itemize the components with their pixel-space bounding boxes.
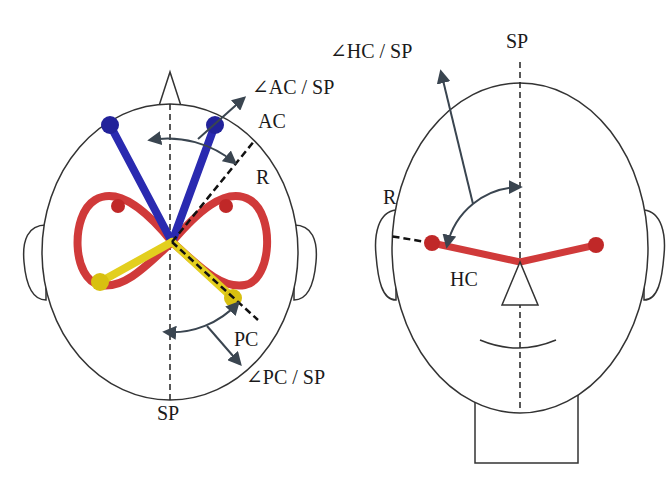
- angle-label: ∠PC / SP: [246, 366, 325, 388]
- side-label: R: [383, 186, 396, 208]
- angle-label: ∠HC / SP: [330, 40, 412, 62]
- canal-label: HC: [450, 268, 478, 290]
- angle-label: ∠AC / SP: [252, 76, 334, 98]
- plane-label: SP: [157, 402, 179, 424]
- side-label: R: [256, 166, 269, 188]
- plane-label: SP: [506, 30, 528, 52]
- canal-label: AC: [258, 110, 286, 132]
- canal-label: PC: [234, 328, 258, 350]
